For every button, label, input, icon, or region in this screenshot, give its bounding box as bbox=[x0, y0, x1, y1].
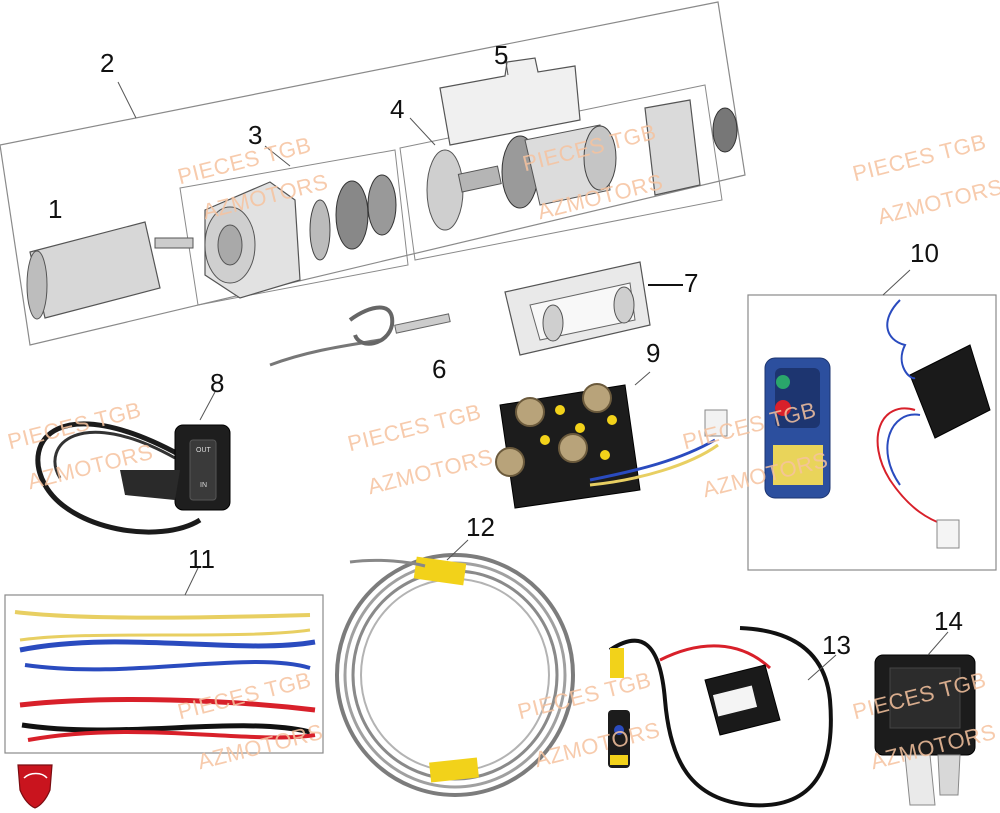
wireless-remote-part bbox=[764, 357, 831, 499]
motor-part bbox=[26, 221, 194, 320]
callout-line-4 bbox=[409, 117, 436, 146]
callout-4: 4 bbox=[390, 94, 405, 124]
callout-10: 10 bbox=[910, 238, 939, 268]
callout-line-3 bbox=[264, 145, 291, 167]
callout-7: 7 bbox=[684, 268, 699, 298]
callout-3: 3 bbox=[248, 120, 263, 150]
relay-part bbox=[874, 654, 976, 806]
gearbox-frame bbox=[179, 149, 409, 306]
callout-2: 2 bbox=[100, 48, 115, 78]
winch-assembly-frame bbox=[0, 1, 746, 346]
hook-part bbox=[269, 305, 451, 367]
wired-remote-kit-part bbox=[608, 626, 833, 808]
callout-11: 11 bbox=[188, 544, 215, 574]
callout-1: 1 bbox=[48, 194, 63, 224]
callout-line-9 bbox=[634, 371, 651, 386]
cable-set-frame bbox=[4, 594, 324, 754]
drum-frame bbox=[399, 84, 723, 261]
azmotors-shield-logo-icon bbox=[17, 764, 53, 809]
fairlead-part bbox=[504, 261, 651, 356]
end-housing-part bbox=[644, 99, 738, 196]
callout-6: 6 bbox=[432, 354, 447, 384]
handlebar-switch-part bbox=[35, 421, 231, 535]
callout-line-12 bbox=[446, 539, 469, 561]
callout-line-11 bbox=[184, 567, 199, 596]
battery-cable-set-part bbox=[14, 610, 316, 742]
wireless-receiver-part bbox=[876, 299, 991, 549]
callout-line-13 bbox=[807, 654, 837, 681]
switch-label-in: IN bbox=[200, 482, 207, 489]
callout-13: 13 bbox=[822, 630, 851, 660]
callout-5: 5 bbox=[494, 40, 509, 70]
callout-line-8 bbox=[199, 391, 216, 421]
callout-line-14 bbox=[927, 631, 949, 656]
drum-part bbox=[426, 124, 617, 231]
gear-housing-part bbox=[204, 174, 397, 299]
callout-8: 8 bbox=[210, 368, 225, 398]
wire-rope-part bbox=[335, 553, 575, 797]
switch-label-out: OUT bbox=[196, 447, 211, 454]
mounting-plate-part bbox=[439, 55, 581, 146]
callout-14: 14 bbox=[934, 606, 963, 636]
callout-line-2 bbox=[117, 81, 137, 119]
callout-line-10 bbox=[882, 269, 911, 296]
callout-12: 12 bbox=[466, 512, 495, 542]
wireless-kit-frame bbox=[747, 294, 997, 571]
solenoid-relay-part bbox=[495, 383, 728, 509]
callout-9: 9 bbox=[646, 338, 661, 368]
